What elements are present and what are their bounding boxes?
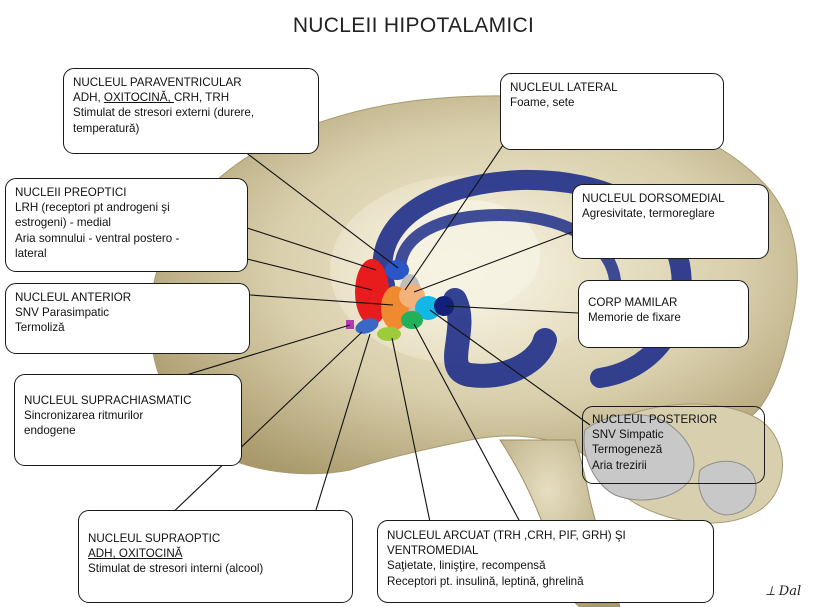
- label-text: endogene: [24, 423, 232, 438]
- label-text: Stimulat de stresori interni (alcool): [88, 561, 343, 576]
- hormone-crh-trh: CRH, TRH: [174, 91, 229, 104]
- label-nucleul-supraoptic: NUCLEUL SUPRAOPTIC ADH, OXITOCINĂ Stimul…: [78, 510, 353, 603]
- label-title: VENTROMEDIAL: [387, 543, 704, 558]
- label-text: Termogeneză: [592, 442, 755, 457]
- author-signature: ⟂ Dal: [766, 584, 801, 599]
- label-text: lateral: [15, 246, 238, 261]
- label-text: Sincronizarea ritmurilor: [24, 408, 232, 423]
- label-title: NUCLEUL SUPRACHIASMATIC: [24, 393, 232, 408]
- label-nucleul-suprachiasmatic: NUCLEUL SUPRACHIASMATIC Sincronizarea ri…: [14, 374, 242, 466]
- label-text: Agresivitate, termoreglare: [582, 206, 759, 221]
- label-nucleul-paraventricular: NUCLEUL PARAVENTRICULAR ADH, OXITOCINĂ, …: [63, 68, 319, 154]
- label-title: NUCLEUL SUPRAOPTIC: [88, 531, 343, 546]
- label-title: NUCLEUL ANTERIOR: [15, 290, 240, 305]
- label-text: SNV Parasimpatic: [15, 305, 240, 320]
- hormone-adh: ADH,: [73, 91, 104, 104]
- label-title: CORP MAMILAR: [588, 295, 739, 310]
- label-text: Termoliză: [15, 320, 240, 335]
- label-title: NUCLEUL DORSOMEDIAL: [582, 191, 759, 206]
- label-title: NUCLEUL POSTERIOR: [592, 412, 755, 427]
- label-nucleul-arcuat: NUCLEUL ARCUAT (TRH ,CRH, PIF, GRH) ŞI V…: [377, 520, 714, 603]
- label-text: Saţietate, linişţire, recompensă: [387, 558, 704, 573]
- label-text: temperatură): [73, 121, 309, 136]
- label-text: Aria trezirii: [592, 458, 755, 473]
- ventromedial-nucleus: [401, 311, 423, 329]
- label-text: Aria somnului - ventral postero -: [15, 231, 238, 246]
- label-title: NUCLEUL LATERAL: [510, 80, 714, 95]
- label-nucleul-lateral: NUCLEUL LATERAL Foame, sete: [500, 73, 724, 150]
- label-nucleii-preoptici: NUCLEII PREOPTICI LRH (receptori pt andr…: [5, 178, 248, 272]
- label-text: Stimulat de stresori externi (durere,: [73, 105, 309, 120]
- label-text: estrogeni) - medial: [15, 215, 238, 230]
- hormone-oxitocina: OXITOCINĂ,: [104, 91, 174, 104]
- label-text: ADH, OXITOCINĂ: [88, 546, 343, 561]
- hormone-list: ADH, OXITOCINĂ, CRH, TRH: [73, 90, 309, 105]
- label-nucleul-posterior: NUCLEUL POSTERIOR SNV Simpatic Termogene…: [582, 406, 765, 484]
- suprachiasmatic-nucleus: [346, 320, 354, 329]
- arcuate-nucleus: [377, 327, 401, 341]
- label-title: NUCLEUL PARAVENTRICULAR: [73, 75, 309, 90]
- label-nucleul-dorsomedial: NUCLEUL DORSOMEDIAL Agresivitate, termor…: [572, 184, 769, 259]
- label-text: Receptori pt. insulină, leptină, ghrelin…: [387, 574, 704, 589]
- label-text: SNV Simpatic: [592, 427, 755, 442]
- label-text: Memorie de fixare: [588, 310, 739, 325]
- label-text: LRH (receptori pt androgeni şi: [15, 200, 238, 215]
- label-title: NUCLEUL ARCUAT (TRH ,CRH, PIF, GRH) ŞI: [387, 528, 704, 543]
- label-title: NUCLEII PREOPTICI: [15, 185, 238, 200]
- label-text: Foame, sete: [510, 95, 714, 110]
- label-corp-mamilar: CORP MAMILAR Memorie de fixare: [578, 280, 749, 348]
- label-nucleul-anterior: NUCLEUL ANTERIOR SNV Parasimpatic Termol…: [5, 283, 250, 354]
